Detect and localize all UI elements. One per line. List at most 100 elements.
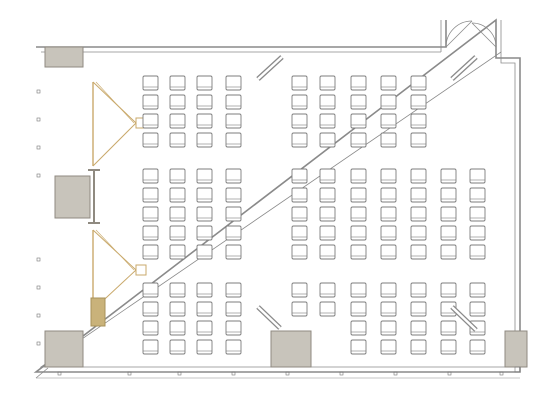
seat xyxy=(225,282,242,298)
seat-outline xyxy=(319,225,336,241)
seat xyxy=(196,244,213,260)
wall-marker xyxy=(36,341,41,346)
seat xyxy=(169,132,186,148)
seat xyxy=(410,339,427,355)
seat xyxy=(350,301,367,317)
seat xyxy=(169,320,186,336)
seat-outline xyxy=(469,244,486,260)
seat xyxy=(319,132,336,148)
seat-outline xyxy=(196,113,213,129)
seat-outline xyxy=(169,244,186,260)
wall-marker xyxy=(57,371,62,376)
seat-outline xyxy=(196,320,213,336)
seat-outline xyxy=(469,206,486,222)
seat xyxy=(380,94,397,110)
seat xyxy=(142,75,159,91)
seat xyxy=(380,301,397,317)
seat xyxy=(380,75,397,91)
seat-outline xyxy=(380,113,397,129)
seat-outline xyxy=(142,187,159,203)
seat-outline xyxy=(410,244,427,260)
seat xyxy=(291,94,308,110)
seat-outline xyxy=(319,94,336,110)
seat-outline xyxy=(350,113,367,129)
seat-outline xyxy=(196,225,213,241)
seat-outline xyxy=(469,282,486,298)
seat-outline xyxy=(225,206,242,222)
wall-marker xyxy=(36,257,41,262)
structural-column xyxy=(504,330,528,368)
seat xyxy=(225,187,242,203)
corner-mark xyxy=(35,367,49,379)
seat-outline xyxy=(225,225,242,241)
speaker-box xyxy=(90,297,106,327)
seat-outline xyxy=(410,282,427,298)
seat xyxy=(225,320,242,336)
seat xyxy=(196,320,213,336)
seat xyxy=(350,320,367,336)
seat xyxy=(469,168,486,184)
seat xyxy=(380,132,397,148)
seat xyxy=(142,282,159,298)
seat-outline xyxy=(225,339,242,355)
wall-marker xyxy=(285,371,290,376)
door-swing xyxy=(471,22,497,48)
seat-outline xyxy=(291,132,308,148)
seat xyxy=(410,94,427,110)
seat xyxy=(196,282,213,298)
seat-outline xyxy=(380,75,397,91)
seat-outline xyxy=(291,244,308,260)
seat xyxy=(440,187,457,203)
seat-outline xyxy=(142,94,159,110)
seat-outline xyxy=(142,282,159,298)
seat-outline xyxy=(380,301,397,317)
seat-outline xyxy=(142,113,159,129)
seat xyxy=(350,244,367,260)
seat xyxy=(142,225,159,241)
seat-outline xyxy=(319,244,336,260)
seat-outline xyxy=(225,301,242,317)
seat xyxy=(169,244,186,260)
seat xyxy=(350,168,367,184)
seat-outline xyxy=(196,187,213,203)
seat xyxy=(319,75,336,91)
seat-outline xyxy=(380,132,397,148)
seat xyxy=(469,225,486,241)
seat xyxy=(380,187,397,203)
seat xyxy=(380,206,397,222)
seat-outline xyxy=(169,301,186,317)
door-recess-wall xyxy=(440,20,502,52)
seat xyxy=(169,168,186,184)
seat xyxy=(410,75,427,91)
seat xyxy=(440,206,457,222)
seat-outline xyxy=(350,244,367,260)
seat-outline xyxy=(291,113,308,129)
seat-outline xyxy=(380,94,397,110)
seat-outline xyxy=(196,282,213,298)
seat-outline xyxy=(350,339,367,355)
seat-outline xyxy=(225,282,242,298)
wall-marker xyxy=(177,371,182,376)
wall-marker xyxy=(36,313,41,318)
seat xyxy=(225,339,242,355)
seat xyxy=(142,339,159,355)
seat xyxy=(142,187,159,203)
wall-marker xyxy=(127,371,132,376)
structural-column xyxy=(270,330,312,368)
seat xyxy=(380,244,397,260)
seat xyxy=(350,94,367,110)
seat xyxy=(440,320,457,336)
seat-outline xyxy=(225,94,242,110)
seat-outline xyxy=(469,225,486,241)
seat-outline xyxy=(469,168,486,184)
seat xyxy=(169,206,186,222)
seat xyxy=(410,168,427,184)
window-slot-inner xyxy=(451,56,477,80)
door-swing xyxy=(445,20,473,48)
seat xyxy=(142,168,159,184)
seat-outline xyxy=(319,113,336,129)
seat xyxy=(169,225,186,241)
seat xyxy=(142,113,159,129)
seat xyxy=(169,339,186,355)
seat-outline xyxy=(350,168,367,184)
